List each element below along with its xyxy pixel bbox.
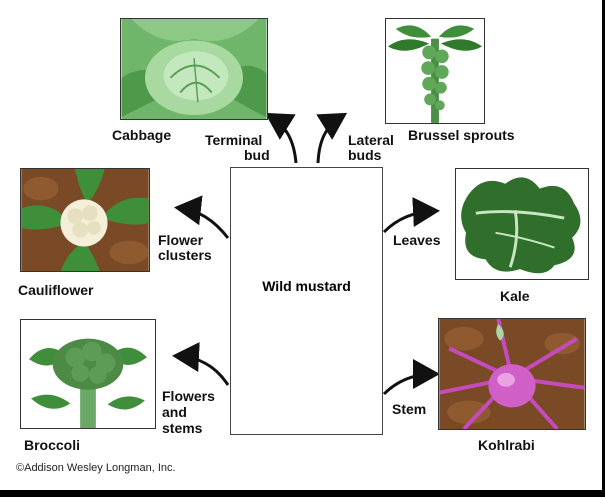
wild-mustard-label: Wild mustard (262, 278, 351, 294)
kohlrabi-image (438, 318, 586, 430)
flowers-stems-label-3: stems (162, 420, 203, 436)
arrow-to-kale (382, 197, 440, 234)
broccoli-name: Broccoli (24, 437, 81, 453)
leaves-label: Leaves (393, 232, 441, 248)
arrow-to-cauliflower (174, 195, 230, 239)
arrow-to-broccoli (172, 342, 230, 386)
arrow-to-brussel (316, 112, 348, 164)
kale-name: Kale (500, 288, 530, 304)
wild-mustard-box: Wild mustard (230, 167, 383, 435)
terminal-bud-label-2: bud (244, 147, 270, 163)
flowers-stems-label-2: and (162, 404, 187, 420)
copyright-text: ©Addison Wesley Longman, Inc. (16, 462, 176, 474)
cabbage-name: Cabbage (112, 127, 172, 143)
lateral-buds-label-1: Lateral (348, 132, 394, 148)
lateral-buds-label-2: buds (348, 147, 382, 163)
kohlrabi-name: Kohlrabi (478, 437, 535, 453)
flower-clusters-label-2: clusters (158, 247, 212, 263)
arrow-to-kohlrabi (382, 359, 440, 396)
brussel-sprouts-image (385, 18, 485, 124)
arrow-to-cabbage (264, 112, 298, 164)
broccoli-image (20, 319, 156, 429)
kale-image (455, 168, 589, 280)
flower-clusters-label-1: Flower (158, 232, 204, 248)
terminal-bud-label-1: Terminal (205, 132, 263, 148)
cauliflower-name: Cauliflower (18, 282, 94, 298)
stem-label: Stem (392, 401, 427, 417)
cabbage-image (120, 18, 268, 120)
brussel-sprouts-name: Brussel sprouts (408, 127, 515, 143)
cauliflower-image (20, 168, 150, 272)
flowers-stems-label-1: Flowers (162, 388, 215, 404)
